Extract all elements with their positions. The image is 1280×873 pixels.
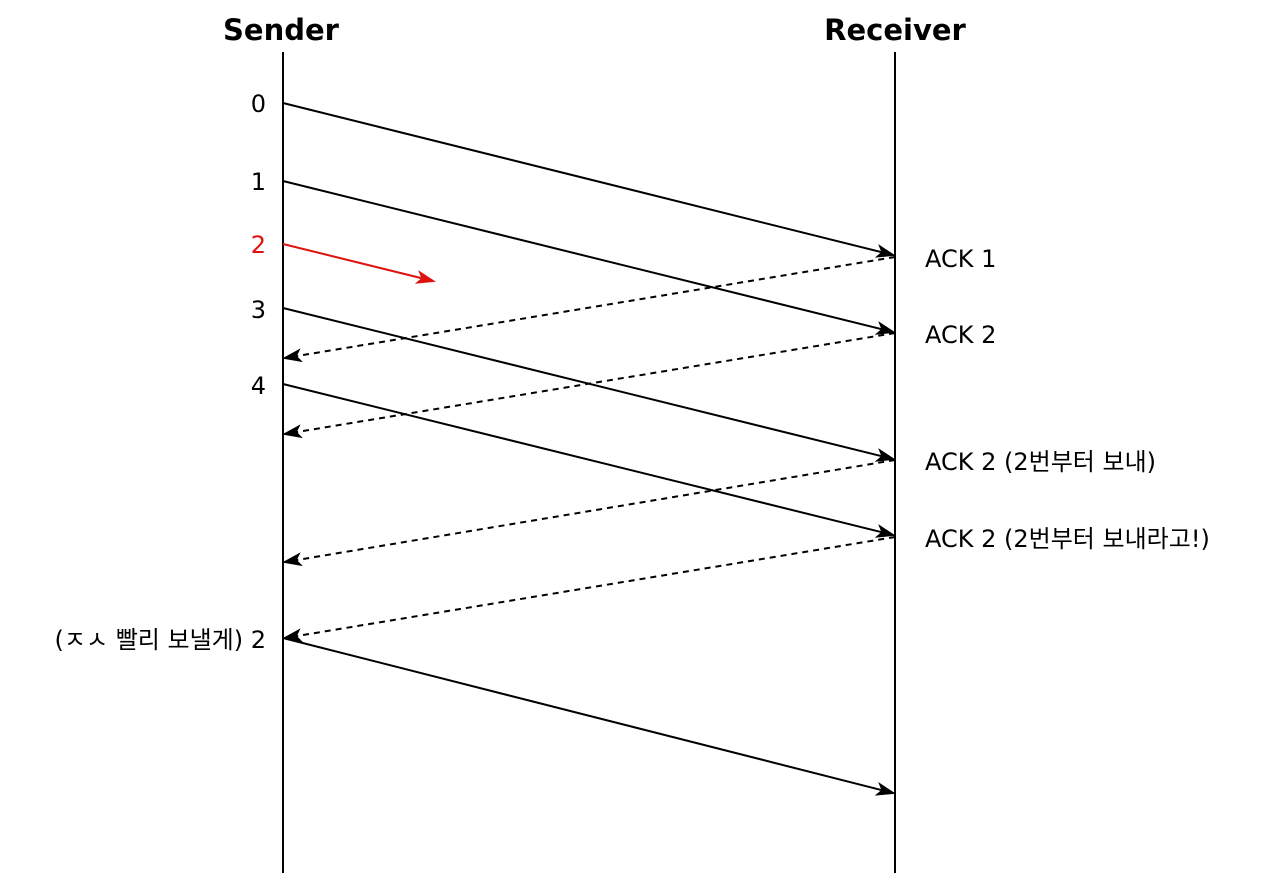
packet-label-0: 0 <box>251 90 266 118</box>
ack-label-1: ACK 1 <box>925 245 996 273</box>
packet-arrow-0 <box>282 102 896 258</box>
packet-arrow-4 <box>282 383 896 538</box>
ack-arrow-3 <box>282 459 896 567</box>
packet-arrow-1 <box>282 180 896 335</box>
receiver-header: Receiver <box>824 13 966 47</box>
ack-label-4: ACK 2 (2번부터 보내라고!) <box>925 525 1210 553</box>
packet-label-1: 1 <box>251 168 266 196</box>
packet-label-4: 4 <box>251 372 266 400</box>
packet-label-retransmit: (ㅈㅅ 빨리 보낼게) 2 <box>55 626 266 654</box>
packet-label-3: 3 <box>251 296 266 324</box>
retransmit-arrow-2 <box>282 637 896 796</box>
ack-label-2: ACK 2 <box>925 321 996 349</box>
ack-arrow-2 <box>282 332 896 439</box>
packet-label-2-lost: 2 <box>251 231 266 259</box>
ack-label-3: ACK 2 (2번부터 보내) <box>925 448 1156 476</box>
ack-arrow-1 <box>282 256 896 363</box>
ack-arrow-4 <box>282 536 896 643</box>
sender-header: Sender <box>223 13 340 47</box>
lost-packet-arrow-2 <box>282 243 436 284</box>
